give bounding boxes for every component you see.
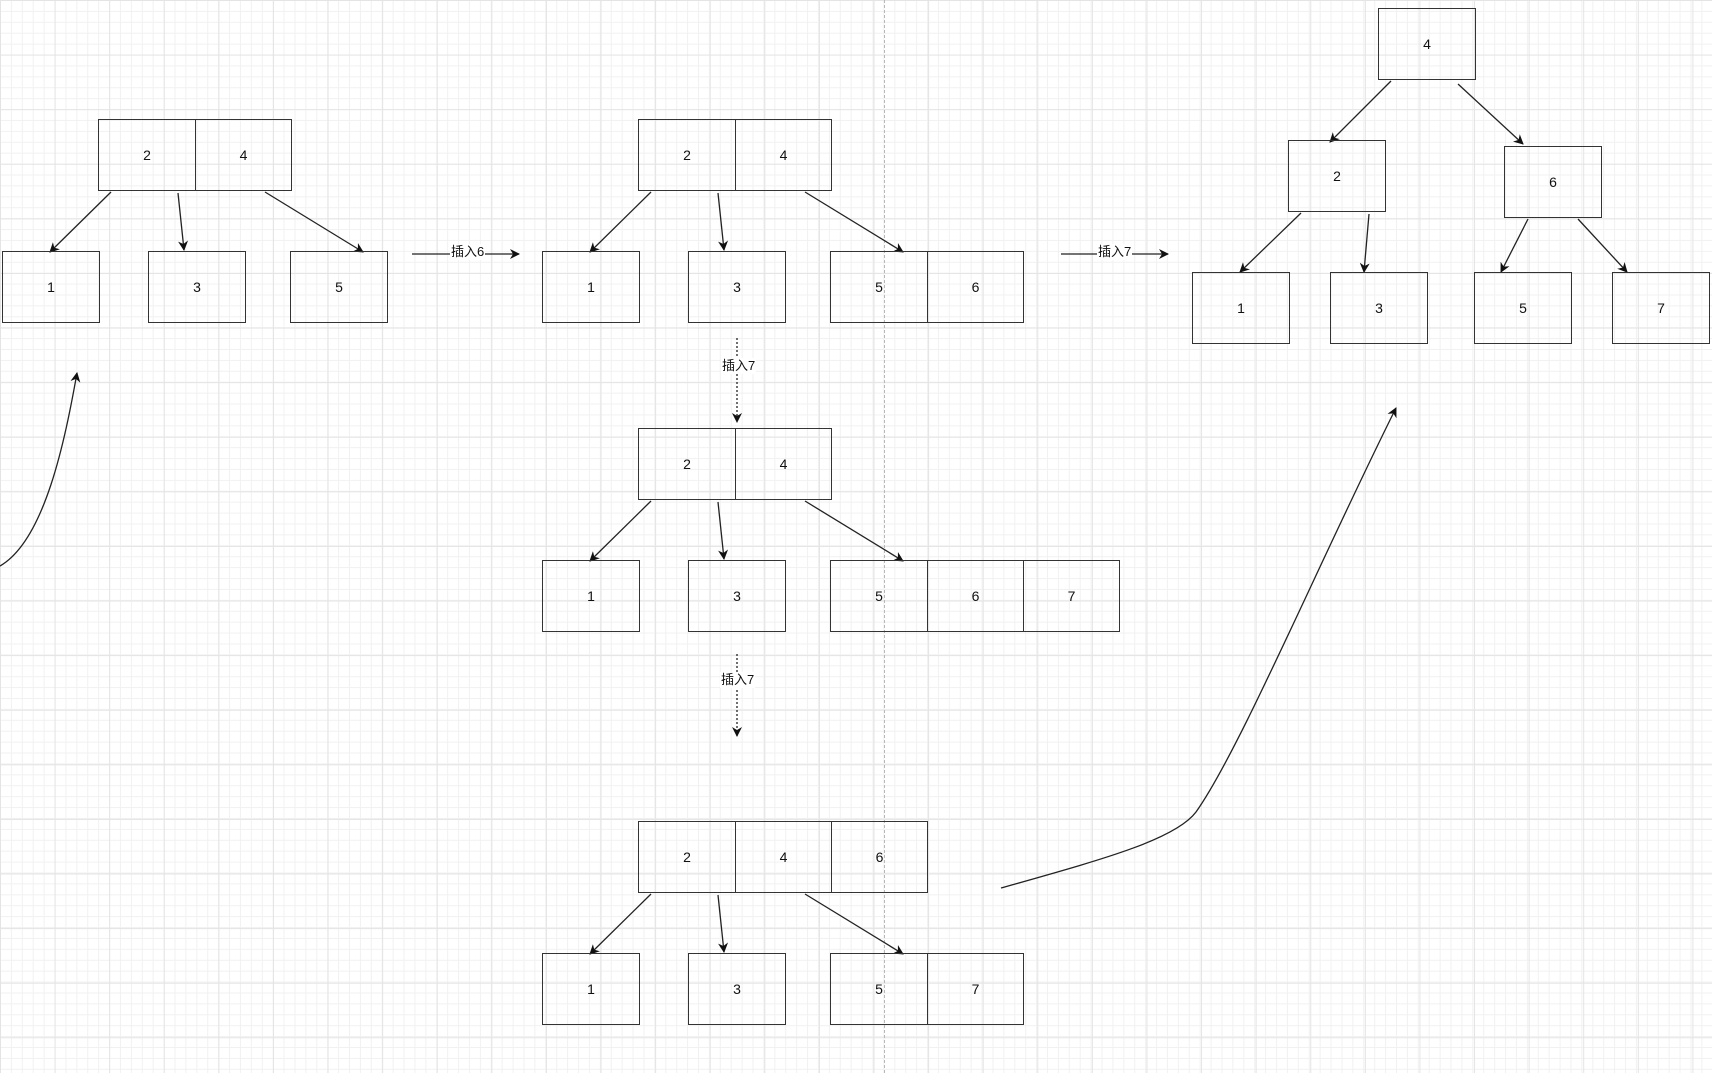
tree-edge	[1359, 213, 1370, 273]
node-key: 3	[1375, 300, 1383, 316]
btree-node: 7	[1612, 272, 1710, 344]
tree-edge	[804, 191, 904, 253]
insert-7-down-label-1: 插入7	[721, 358, 757, 374]
tree-edge	[589, 500, 652, 562]
node-key: 2	[143, 147, 151, 163]
insert-6-label: 插入6	[450, 244, 486, 260]
node-key: 3	[193, 279, 201, 295]
tree-edge	[804, 893, 904, 955]
node-key: 3	[733, 588, 741, 604]
curved-connector-left	[0, 372, 81, 567]
btree-node: 2	[1288, 140, 1386, 212]
node-key: 4	[735, 429, 831, 499]
btree-node: 1	[542, 560, 640, 632]
node-key: 1	[587, 588, 595, 604]
node-key: 1	[587, 981, 595, 997]
node-key: 5	[875, 588, 883, 604]
tree-edge	[717, 501, 729, 560]
node-key: 7	[1657, 300, 1665, 316]
node-key: 2	[1333, 168, 1341, 184]
node-key: 1	[47, 279, 55, 295]
btree-node: 1	[542, 953, 640, 1025]
tree-edge	[1577, 218, 1628, 273]
tree-edge	[589, 893, 652, 955]
node-key: 2	[683, 147, 691, 163]
btree-node: 3	[688, 560, 786, 632]
tree-edge	[589, 191, 652, 253]
node-key: 4	[735, 120, 831, 190]
node-key: 5	[335, 279, 343, 295]
curved-connector-right	[1000, 407, 1397, 889]
tree-edge	[1329, 80, 1392, 143]
node-key: 6	[927, 252, 1023, 322]
node-key: 5	[1519, 300, 1527, 316]
node-key: 6	[1549, 174, 1557, 190]
tree-edge	[1457, 83, 1524, 145]
tree-edge	[264, 191, 364, 253]
btree-node: 1	[542, 251, 640, 323]
node-key: 6	[927, 561, 1023, 631]
node-key: 2	[683, 456, 691, 472]
btree-node: 3	[688, 251, 786, 323]
node-key: 1	[1237, 300, 1245, 316]
tree-edge	[1239, 212, 1302, 273]
node-key: 7	[1023, 561, 1119, 631]
node-key: 4	[1423, 36, 1431, 52]
node-key: 3	[733, 279, 741, 295]
node-key: 4	[195, 120, 291, 190]
btree-node: 3	[688, 953, 786, 1025]
tree-edge	[804, 500, 904, 562]
tree-edge	[49, 191, 112, 253]
tree-edge	[1500, 218, 1529, 273]
node-key: 7	[927, 954, 1023, 1024]
insert-7-down-label-2: 插入7	[720, 672, 756, 688]
btree-node: 5	[290, 251, 388, 323]
btree-node: 4	[1378, 8, 1476, 80]
tree-edge	[717, 192, 729, 251]
page-break-line	[884, 0, 885, 1073]
node-key: 4	[735, 822, 831, 892]
node-key: 5	[875, 981, 883, 997]
node-key: 2	[683, 849, 691, 865]
btree-node: 3	[148, 251, 246, 323]
node-key: 6	[831, 822, 927, 892]
tree-edge	[177, 192, 189, 251]
node-key: 3	[733, 981, 741, 997]
btree-node: 3	[1330, 272, 1428, 344]
node-key: 1	[587, 279, 595, 295]
btree-node: 1	[1192, 272, 1290, 344]
btree-node: 5	[1474, 272, 1572, 344]
node-key: 5	[875, 279, 883, 295]
btree-node: 6	[1504, 146, 1602, 218]
btree-node: 1	[2, 251, 100, 323]
tree-edge	[717, 894, 729, 953]
insert-7-right-label: 插入7	[1097, 244, 1133, 260]
